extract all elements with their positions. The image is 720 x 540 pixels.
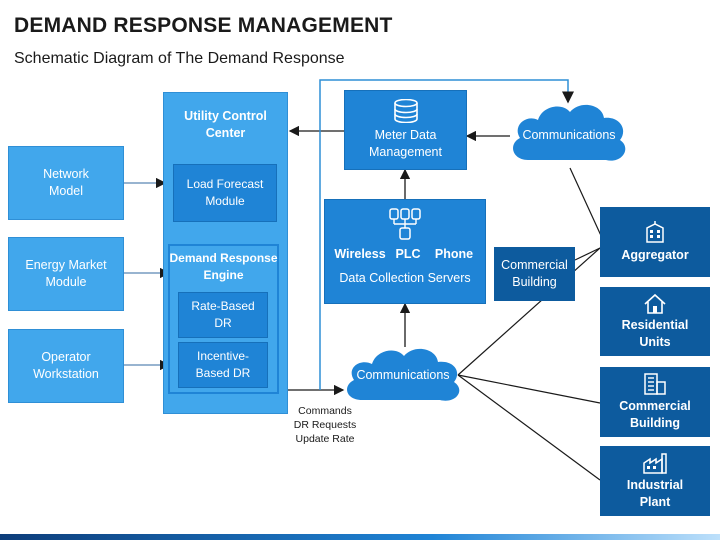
line-comm-to-industrial: [457, 374, 601, 481]
arrow-loop-to-top-comm: [319, 79, 574, 390]
server-cluster-icon: [389, 207, 421, 241]
phone-label: Phone: [434, 247, 474, 261]
footer-bar: [0, 534, 720, 540]
network-model-label: Network Model: [43, 167, 89, 198]
communications-cloud-bottom: [347, 348, 460, 401]
page-title: DEMAND RESPONSE MANAGEMENT: [14, 14, 393, 37]
database-icon: [393, 99, 419, 123]
industrial-plant-box: Industrial Plant: [600, 446, 710, 516]
line-comm-to-commercial: [457, 374, 601, 404]
commercial-building-label: Commercial Building: [619, 399, 691, 430]
factory-icon: [642, 451, 668, 475]
communications-top-label: Communications: [522, 128, 616, 142]
commands-line-1: Commands: [298, 405, 352, 417]
operator-workstation-label: Operator Workstation: [33, 350, 99, 381]
load-forecast-label: Load Forecast Module: [186, 177, 264, 208]
residential-units-label: Residential Units: [621, 317, 689, 349]
meter-data-label: Meter Data Management: [369, 128, 442, 159]
communications-bottom-label: Communications: [356, 368, 450, 382]
data-collection-servers-label: Data Collection Servers: [339, 271, 471, 285]
aggregator-label: Aggregator: [621, 248, 689, 262]
commands-line-2: DR Requests: [293, 419, 357, 431]
page-subtitle: Schematic Diagram of The Demand Response: [14, 50, 345, 67]
load-forecast-box: Load Forecast Module: [173, 164, 277, 222]
rate-dr-label: Rate-Based DR: [191, 299, 255, 330]
incentive-dr-box: Incentive-Based DR: [178, 342, 268, 388]
energy-market-label: Energy Market Module: [25, 258, 107, 289]
line-commercial-to-aggregator: [574, 247, 601, 261]
wireless-label: Wireless: [334, 247, 386, 261]
communications-cloud-top: [513, 104, 626, 161]
incentive-dr-label: Incentive-Based DR: [195, 349, 251, 380]
rate-dr-box: Rate-Based DR: [178, 292, 268, 338]
commercial-building-mid-label: Commercial Building: [501, 258, 568, 289]
network-model-box: Network Model: [8, 146, 124, 220]
industrial-plant-label: Industrial Plant: [626, 478, 684, 509]
data-collection-servers-box: [324, 199, 486, 304]
commercial-building-box: Commercial Building: [600, 367, 710, 437]
dre-title: Demand Response Engine: [169, 251, 278, 282]
line-comm-to-aggregator-2: [457, 247, 601, 376]
energy-market-box: Energy Market Module: [8, 237, 124, 311]
commercial-building-mid-box: Commercial Building: [494, 247, 575, 301]
commands-annotation: Commands DR Requests Update Rate: [280, 404, 370, 446]
office-building-icon: [642, 372, 668, 396]
residential-units-box: Residential Units: [600, 287, 710, 356]
ucc-title: Utility Control Center: [184, 109, 267, 140]
building-icon: [643, 220, 667, 244]
plc-label: PLC: [395, 247, 421, 261]
operator-workstation-box: Operator Workstation: [8, 329, 124, 403]
meter-data-box: Meter Data Management: [344, 90, 467, 170]
line-comm-to-aggregator: [569, 167, 604, 241]
commands-line-3: Update Rate: [295, 433, 355, 445]
aggregator-box: Aggregator: [600, 207, 710, 277]
house-icon: [643, 293, 667, 315]
